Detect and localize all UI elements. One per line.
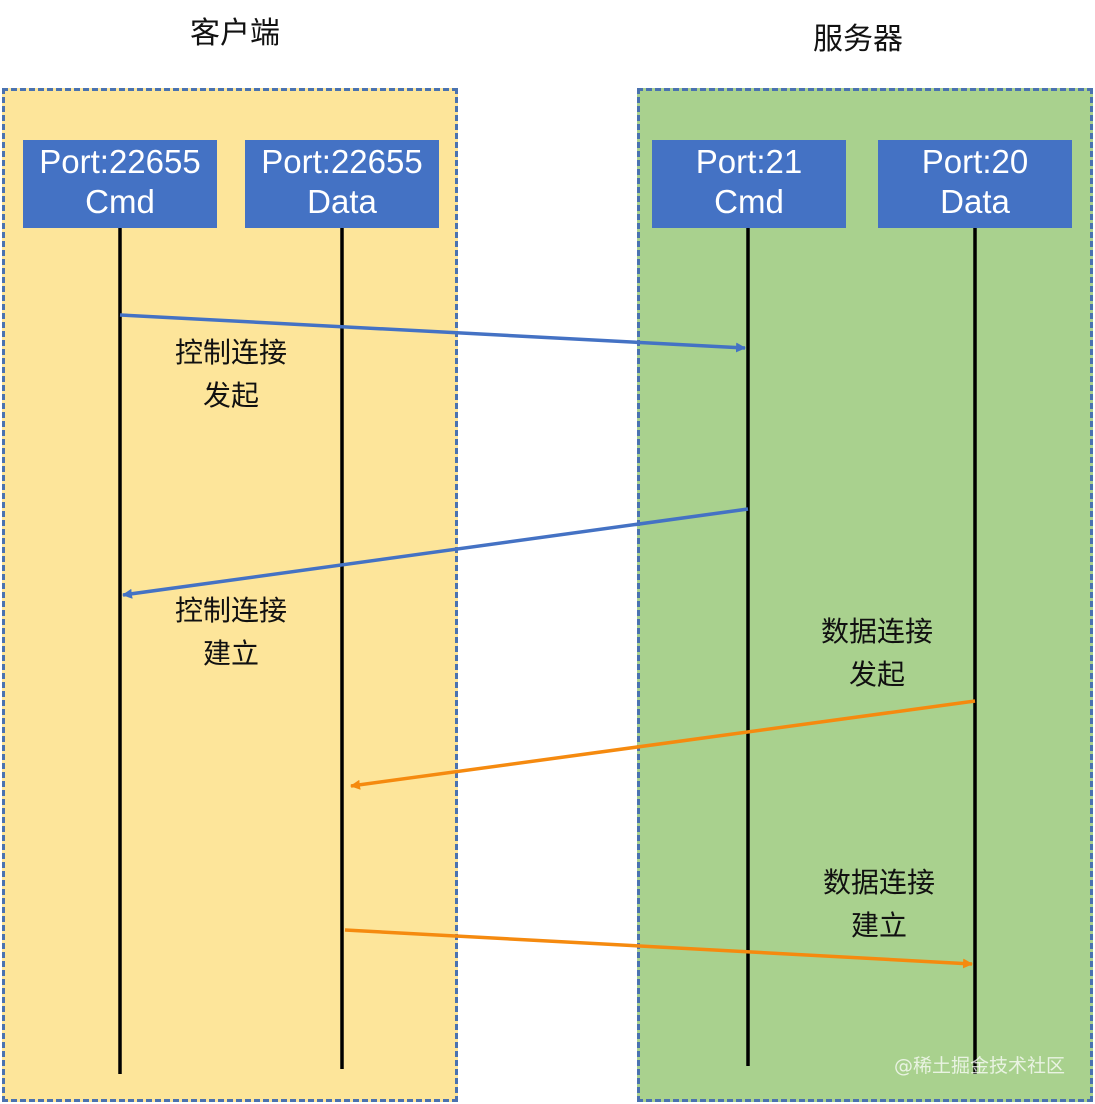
control-initiate-label: 控制连接 发起 bbox=[131, 331, 331, 417]
data-established-label: 数据连接 建立 bbox=[779, 861, 979, 947]
client-cmd-port-number: Port:22655 bbox=[39, 143, 201, 180]
client-data-port-number: Port:22655 bbox=[261, 143, 423, 180]
server-cmd-port: Port:21 Cmd bbox=[652, 140, 846, 228]
step-label-line2: 发起 bbox=[848, 658, 905, 691]
step-label-line1: 数据连接 bbox=[820, 615, 933, 648]
client-title: 客户端 bbox=[190, 16, 280, 51]
client-data-port-type: Data bbox=[307, 183, 377, 220]
data-established-arrow bbox=[344, 928, 973, 969]
server-cmd-port-number: Port:21 bbox=[695, 143, 803, 180]
server-zone bbox=[637, 88, 1093, 1102]
server-cmd-port-type: Cmd bbox=[714, 183, 784, 220]
step-label-line1: 控制连接 bbox=[174, 594, 287, 627]
control-initiate-arrow bbox=[119, 313, 746, 353]
data-initiate-arrow bbox=[350, 699, 976, 790]
step-label-line2: 发起 bbox=[202, 379, 259, 412]
server-data-port: Port:20 Data bbox=[878, 140, 1072, 228]
step-label-line2: 建立 bbox=[202, 637, 259, 670]
watermark: @稀土掘金技术社区 bbox=[893, 1055, 1065, 1077]
server-title: 服务器 bbox=[813, 22, 903, 57]
server-data-port-type: Data bbox=[940, 183, 1010, 220]
client-cmd-port-type: Cmd bbox=[85, 183, 155, 220]
control-established-arrow bbox=[122, 507, 749, 599]
data-initiate-label: 数据连接 发起 bbox=[777, 610, 977, 696]
step-label-line2: 建立 bbox=[850, 909, 907, 942]
step-label-line1: 数据连接 bbox=[822, 866, 935, 899]
step-label-line1: 控制连接 bbox=[174, 336, 287, 369]
server-data-port-number: Port:20 bbox=[921, 143, 1029, 180]
control-established-label: 控制连接 建立 bbox=[131, 589, 331, 675]
client-data-port: Port:22655 Data bbox=[245, 140, 439, 228]
client-cmd-port: Port:22655 Cmd bbox=[23, 140, 217, 228]
